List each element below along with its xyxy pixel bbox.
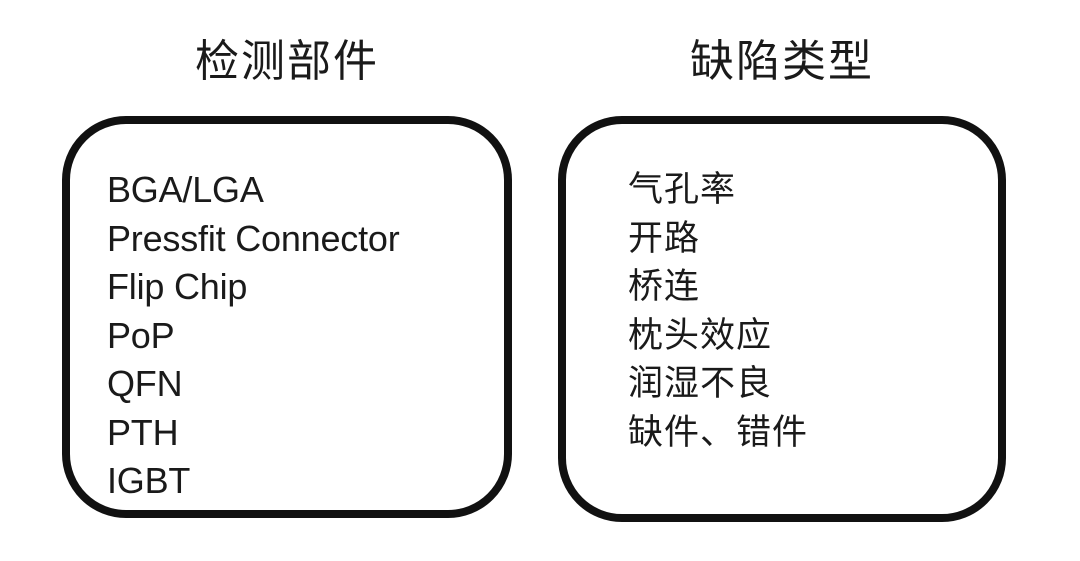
defect-types-box: 气孔率 开路 桥连 枕头效应 润湿不良 缺件、错件 — [558, 116, 1006, 522]
inspected-components-title: 检测部件 — [195, 36, 379, 87]
defect-types-list: 气孔率 开路 桥连 枕头效应 润湿不良 缺件、错件 — [628, 166, 808, 457]
component-item-igbt: IGBT — [107, 460, 191, 501]
component-item-qfn: QFN — [107, 363, 183, 404]
defect-item-poor-wetting: 润湿不良 — [628, 364, 773, 404]
inspected-components-list: BGA/LGA Pressfit Connector Flip Chip PoP… — [107, 166, 400, 506]
defect-types-title: 缺陷类型 — [690, 36, 874, 87]
component-item-pth: PTH — [107, 411, 179, 453]
defect-item-missing-wrong-part: 缺件、错件 — [628, 412, 809, 453]
component-item-pressfit-connector: Pressfit Connector — [107, 217, 400, 259]
component-item-pop: PoP — [107, 314, 175, 356]
defect-item-open: 开路 — [628, 218, 701, 259]
inspected-components-box: BGA/LGA Pressfit Connector Flip Chip PoP… — [62, 116, 512, 518]
defect-item-bridging: 桥连 — [628, 267, 701, 307]
component-item-flip-chip: Flip Chip — [107, 266, 248, 307]
defect-item-head-in-pillow: 枕头效应 — [628, 315, 773, 356]
defect-item-voiding: 气孔率 — [628, 170, 737, 210]
component-item-bga-lga: BGA/LGA — [107, 169, 264, 210]
